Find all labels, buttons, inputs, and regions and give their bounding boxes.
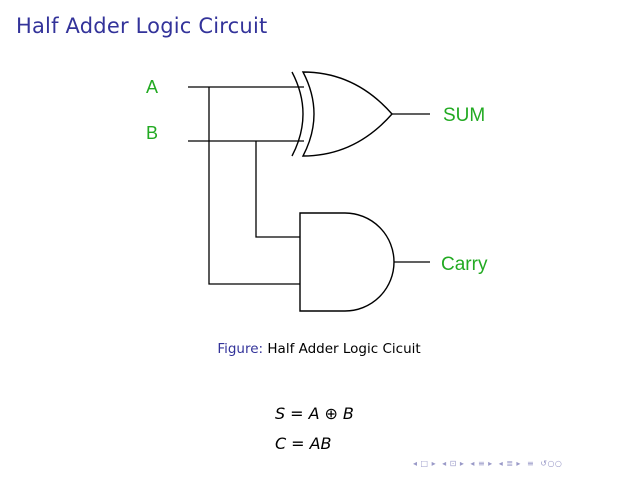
- wire-a-branch: [208, 87, 300, 285]
- subsection-next-icon[interactable]: ▸: [459, 459, 465, 468]
- carry-equation: C=AB: [275, 434, 332, 453]
- output-label-sum: SUM: [443, 105, 485, 126]
- half-adder-diagram: A B SUM Carry: [146, 71, 488, 312]
- wire-b-branch: [255, 141, 300, 238]
- carry-eq: =: [291, 434, 305, 453]
- xor-gate: [291, 71, 393, 157]
- caption-text: Half Adder Logic Cicuit: [267, 341, 421, 357]
- carry-rhs: AB: [309, 434, 332, 453]
- output-label-carry: Carry: [441, 254, 488, 275]
- section-prev-icon[interactable]: ◂: [470, 459, 475, 468]
- section-icon[interactable]: ≡: [477, 459, 486, 468]
- slide-title: Half Adder Logic Circuit: [16, 14, 268, 38]
- sum-eq: =: [290, 404, 304, 423]
- frame-prev-icon[interactable]: ◂: [413, 459, 418, 468]
- sum-b: B: [342, 404, 354, 423]
- input-label-a: A: [146, 77, 158, 97]
- input-label-b: B: [146, 123, 158, 143]
- sum-lhs: S: [275, 404, 286, 423]
- frame-icon[interactable]: □: [420, 459, 429, 468]
- carry-lhs: C: [275, 434, 287, 453]
- document-next-icon[interactable]: ▸: [516, 459, 521, 468]
- sum-a: A: [308, 404, 320, 423]
- align-icon[interactable]: ≡: [526, 459, 535, 468]
- document-prev-icon[interactable]: ◂: [498, 459, 504, 468]
- frame-next-icon[interactable]: ▸: [431, 459, 437, 468]
- search-icon[interactable]: ↺○○: [540, 459, 563, 468]
- beamer-navigation: ◂□▸ ◂⊡▸ ◂≡▸ ◂≣▸ ≡ ↺○○: [413, 459, 565, 468]
- caption-label: Figure:: [217, 341, 264, 357]
- wires: [188, 86, 430, 285]
- subsection-icon[interactable]: ⊡: [449, 459, 457, 468]
- sum-equation: S=A⊕B: [275, 404, 354, 423]
- xor-operator: ⊕: [324, 404, 338, 423]
- and-gate: [299, 212, 395, 312]
- section-next-icon[interactable]: ▸: [488, 459, 493, 468]
- figure-caption: Figure: Half Adder Logic Cicuit: [0, 341, 638, 357]
- document-icon[interactable]: ≣: [506, 459, 514, 468]
- subsection-prev-icon[interactable]: ◂: [442, 459, 447, 468]
